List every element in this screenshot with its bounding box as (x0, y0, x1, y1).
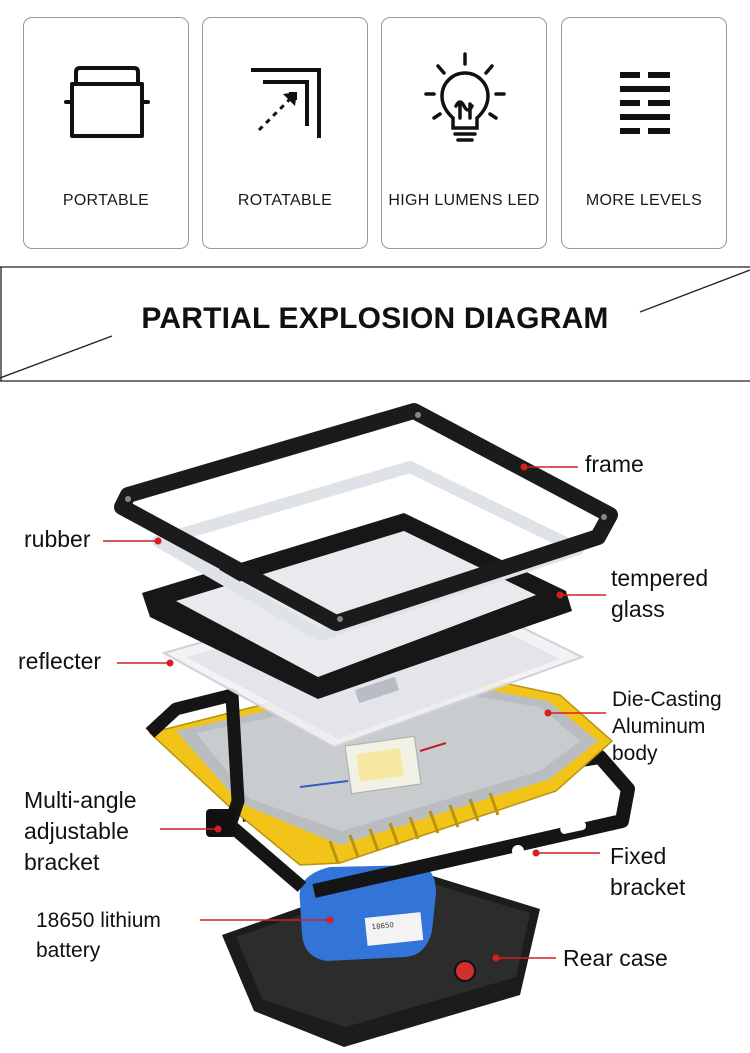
multi-angle-bracket (145, 688, 307, 892)
banner-title: PARTIAL EXPLOSION DIAGRAM (141, 302, 609, 335)
feature-card-more-levels: MORE LEVELS (561, 17, 727, 249)
callout-reflecter: reflecter (18, 648, 102, 674)
callout-multi-angle-bracket: Multi-angle adjustable bracket (24, 787, 137, 875)
bracket-hole (512, 845, 524, 857)
frame (114, 403, 618, 631)
rotate-arrow-icon (251, 68, 321, 138)
feature-card-rotatable: ROTATABLE (202, 17, 368, 249)
feature-card-portable: PORTABLE (23, 17, 189, 249)
feature-card-high-lumens: HIGH LUMENS LED (381, 17, 547, 249)
feature-label: PORTABLE (62, 192, 150, 209)
battery-label: 18650 (371, 921, 394, 931)
feature-label: MORE LEVELS (585, 192, 703, 209)
banner-frame (0, 266, 750, 382)
light-bulb-icon (424, 52, 506, 142)
callout-tempered-glass: tempered glass (611, 565, 709, 622)
feature-label: ROTATABLE (237, 192, 333, 209)
callout-frame: frame (585, 451, 644, 477)
callout-rubber: rubber (24, 526, 91, 552)
bracket-slot (560, 821, 587, 834)
callout-battery: 18650 lithium battery (36, 909, 161, 962)
levels-icon (620, 72, 670, 134)
feature-label: HIGH LUMENS LED (388, 192, 540, 209)
handle-icon (64, 66, 150, 138)
leader-dots (154, 463, 564, 962)
callout-die-casting: Die-Casting Aluminum body (612, 688, 722, 765)
explosion-diagram: 18650 (103, 403, 635, 1047)
callout-rear-case: Rear case (563, 945, 668, 971)
leader-lines (103, 466, 606, 959)
tempered-glass (142, 513, 572, 699)
callout-fixed-bracket: Fixed bracket (610, 843, 686, 900)
